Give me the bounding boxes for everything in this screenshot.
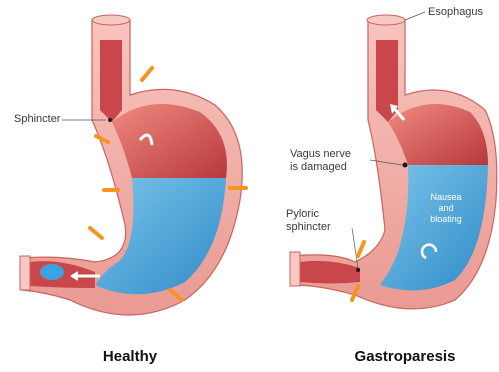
sphincter-label: Sphincter [14, 113, 60, 126]
esophagus-pointer [405, 12, 425, 20]
healthy-pylorus-opening [20, 256, 30, 290]
healthy-stomach [20, 15, 246, 315]
pyloric-sphincter-dot [356, 268, 360, 272]
healthy-caption: Healthy [60, 348, 200, 365]
gastro-esophagus-top [367, 15, 405, 25]
vagus-nerve-label: Vagus nerve is damaged [290, 148, 351, 174]
gastro-pylorus-opening [290, 252, 300, 286]
healthy-esophagus-lumen [100, 40, 122, 122]
healthy-food-bolus [40, 264, 64, 280]
healthy-sphincter-dot [108, 118, 112, 122]
pyloric-sphincter-label: Pyloric sphincter [286, 208, 331, 234]
healthy-esophagus-top [92, 15, 130, 25]
esophagus-label: Esophagus [428, 6, 483, 19]
gastroparesis-caption: Gastroparesis [330, 348, 480, 365]
vagus-nerve-dot [403, 163, 408, 168]
nausea-bloating-label: Nausea and bloating [423, 192, 469, 225]
